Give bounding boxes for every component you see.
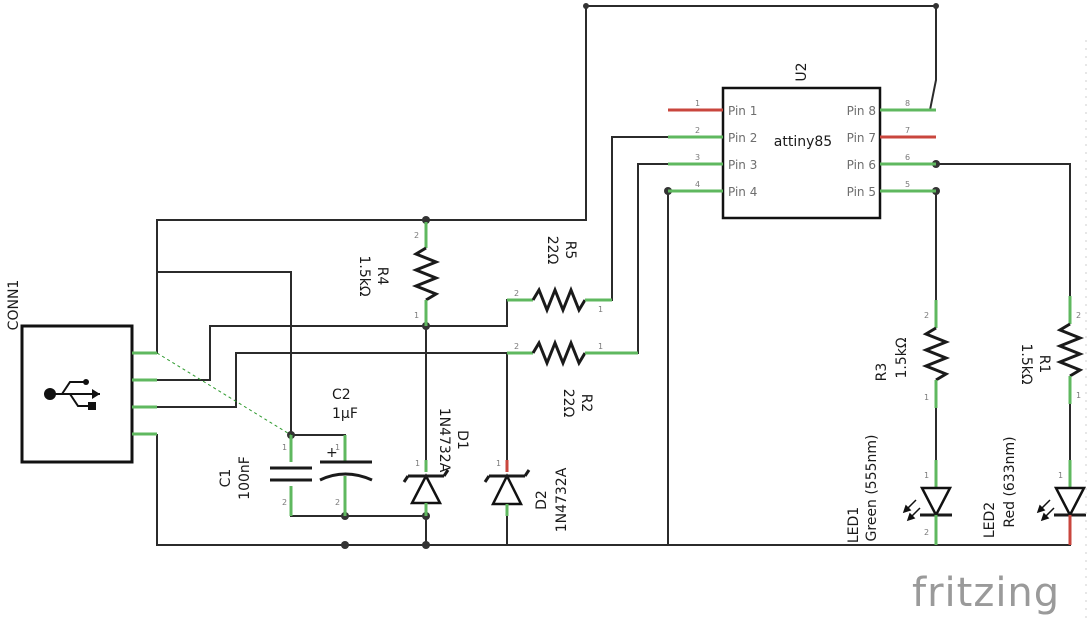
- r1-resistor[interactable]: 2 1 R1 1.5kΩ: [1018, 296, 1085, 404]
- r2-resistor[interactable]: 2 1 R2 22Ω: [507, 338, 638, 418]
- pin-number: 2: [924, 311, 929, 320]
- u2-pin7-label: Pin 7: [847, 131, 876, 145]
- conn1-ref: CONN1: [6, 280, 22, 331]
- u2-pin-number: 8: [905, 99, 910, 108]
- ratsnest-line: [156, 352, 292, 436]
- u2-pin6-label: Pin 6: [847, 158, 876, 172]
- pin-number: 1: [598, 342, 603, 351]
- d2-ref: D2: [534, 490, 550, 510]
- r2-value: 22Ω: [560, 389, 576, 418]
- c2-capacitor[interactable]: + 1 2 C2 1µF: [319, 387, 373, 516]
- pin-number: 1: [1058, 471, 1063, 480]
- r5-ref: R5: [562, 241, 578, 260]
- u2-pin-number: 5: [905, 180, 910, 189]
- u2-pin1-label: Pin 1: [728, 104, 757, 118]
- pin-number: 1: [282, 443, 287, 452]
- d1-value: 1N4732A: [436, 408, 452, 473]
- r4-ref: R4: [374, 267, 390, 286]
- u2-pin-number: 3: [695, 153, 700, 162]
- r2-ref: R2: [578, 394, 594, 413]
- pin-number: 2: [1076, 311, 1081, 320]
- c2-ref: C2: [332, 387, 351, 403]
- d2-value: 1N4732A: [554, 467, 570, 532]
- r3-ref: R3: [874, 363, 890, 382]
- led1-green-led[interactable]: 1 2 LED1 Green (555nm): [846, 434, 953, 545]
- r5-value: 22Ω: [544, 236, 560, 265]
- light-emission-icon: [902, 499, 921, 522]
- u2-pin5-label: Pin 5: [847, 185, 876, 199]
- pin-number: 2: [514, 289, 519, 298]
- u2-pin-number: 2: [695, 126, 700, 135]
- pin-number: 2: [335, 498, 340, 507]
- pin-number: 2: [414, 231, 419, 240]
- pin-number: 1: [924, 393, 929, 402]
- u2-pin-number: 7: [905, 126, 910, 135]
- r1-value: 1.5kΩ: [1018, 343, 1034, 384]
- c1-value: 100nF: [237, 456, 253, 500]
- pin-number: 2: [514, 342, 519, 351]
- r1-ref: R1: [1036, 355, 1052, 374]
- usb-icon: [44, 379, 100, 410]
- led2-red-led[interactable]: 1 LED2 Red (633nm): [982, 436, 1087, 545]
- c1-ref: C1: [218, 469, 234, 488]
- d2-zener-diode[interactable]: 1 D2 1N4732A: [483, 459, 570, 532]
- u2-part-name: attiny85: [774, 134, 832, 150]
- u2-pin3-label: Pin 3: [728, 158, 757, 172]
- r4-value: 1.5kΩ: [356, 255, 372, 296]
- led1-value: Green (555nm): [864, 434, 880, 541]
- led2-value: Red (633nm): [1002, 436, 1018, 527]
- d1-zener-diode[interactable]: 1 D1 1N4732A: [402, 408, 470, 516]
- fritzing-logo: fritzing: [912, 570, 1060, 616]
- u2-pin8-label: Pin 8: [847, 104, 876, 118]
- wires: [156, 5, 1071, 546]
- u2-pin4-label: Pin 4: [728, 185, 757, 199]
- u2-pin2-label: Pin 2: [728, 131, 757, 145]
- r3-value: 1.5kΩ: [894, 337, 910, 378]
- pin-number: 1: [335, 443, 340, 452]
- u2-pin-number: 1: [695, 99, 700, 108]
- pin-number: 1: [598, 305, 603, 314]
- pin-number: 1: [414, 311, 419, 320]
- pin-number: 1: [924, 471, 929, 480]
- led2-ref: LED2: [982, 502, 998, 538]
- pin-number: 2: [282, 498, 287, 507]
- u2-attiny85[interactable]: Pin 1 Pin 2 Pin 3 Pin 4 Pin 8 Pin 7 Pin …: [668, 62, 936, 220]
- u2-pin-number: 4: [695, 180, 700, 189]
- pin-number: 1: [1076, 391, 1081, 400]
- conn1-usb-connector[interactable]: CONN1: [6, 280, 157, 464]
- pin-number: 2: [924, 528, 929, 537]
- r3-resistor[interactable]: 2 1 R3 1.5kΩ: [874, 300, 951, 408]
- light-emission-icon: [1036, 499, 1055, 522]
- u2-pin-number: 6: [905, 153, 910, 162]
- c1-capacitor[interactable]: 1 2 C1 100nF: [218, 435, 312, 516]
- pin-number: 1: [496, 459, 501, 468]
- d1-ref: D1: [454, 430, 470, 450]
- c2-value: 1µF: [332, 406, 358, 422]
- r4-resistor[interactable]: 2 1 R4 1.5kΩ: [356, 222, 441, 326]
- c2-polarity: +: [326, 445, 338, 461]
- pin-number: 1: [415, 459, 420, 468]
- u2-ref: U2: [794, 62, 810, 81]
- r5-resistor[interactable]: 2 1 R5 22Ω: [507, 236, 612, 315]
- led1-ref: LED1: [846, 507, 862, 543]
